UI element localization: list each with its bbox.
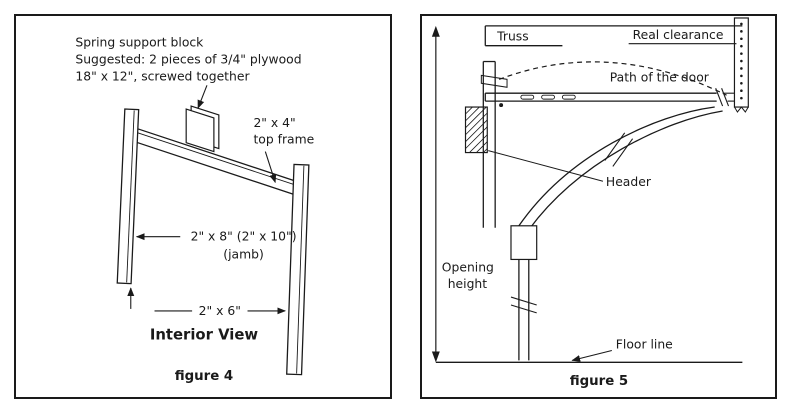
perforated-track-strip bbox=[733, 17, 749, 113]
spring-block-note-line2: Suggested: 2 pieces of 3/4" plywood bbox=[75, 53, 301, 67]
curved-door-track bbox=[510, 106, 723, 361]
top-frame-leader-arrow bbox=[264, 151, 277, 184]
real-clearance-label: Real clearance bbox=[633, 28, 724, 42]
figure4-panel: Spring support block Suggested: 2 pieces… bbox=[14, 14, 392, 399]
left-jamb-post bbox=[116, 108, 140, 285]
jamb-text-label: (jamb) bbox=[223, 247, 264, 261]
figure4-drawing: Spring support block Suggested: 2 pieces… bbox=[75, 36, 314, 385]
sill-size-label: 2" x 6" bbox=[199, 304, 241, 318]
right-jamb-post bbox=[286, 163, 310, 376]
spring-block-note-line1: Spring support block bbox=[75, 36, 204, 50]
top-frame-text-label: top frame bbox=[253, 133, 314, 147]
door-path-label: Path of the door bbox=[610, 70, 710, 84]
opening-height-line1: Opening bbox=[442, 260, 494, 274]
horizontal-track bbox=[484, 88, 735, 107]
spring-block-note-line3: 18" x 12", screwed together bbox=[75, 69, 250, 83]
truss-label: Truss bbox=[496, 30, 529, 44]
figure4-caption: figure 4 bbox=[175, 369, 234, 384]
top-frame-size-label: 2" x 4" bbox=[253, 116, 295, 130]
header-block bbox=[464, 106, 488, 154]
top-frame-beam bbox=[134, 127, 297, 196]
door-jamb bbox=[480, 60, 508, 228]
opening-height-dimension bbox=[431, 25, 440, 363]
opening-height-line2: height bbox=[448, 277, 488, 291]
floor-line-label: Floor line bbox=[616, 338, 673, 352]
door-path-curve bbox=[498, 61, 727, 96]
figure5-drawing: Truss Real clearance bbox=[431, 17, 749, 389]
header-leader-line bbox=[488, 150, 604, 182]
interior-view-title: Interior View bbox=[150, 327, 259, 344]
figure5-panel: Truss Real clearance bbox=[420, 14, 777, 399]
spring-block-leader-arrow bbox=[197, 85, 208, 109]
header-label: Header bbox=[606, 175, 652, 189]
truss-lines bbox=[484, 25, 743, 47]
spring-support-block bbox=[185, 105, 220, 153]
jamb-size-label: 2" x 8" (2" x 10") bbox=[191, 230, 297, 244]
floor-leader-arrow bbox=[571, 349, 612, 362]
figure5-caption: figure 5 bbox=[570, 374, 628, 389]
